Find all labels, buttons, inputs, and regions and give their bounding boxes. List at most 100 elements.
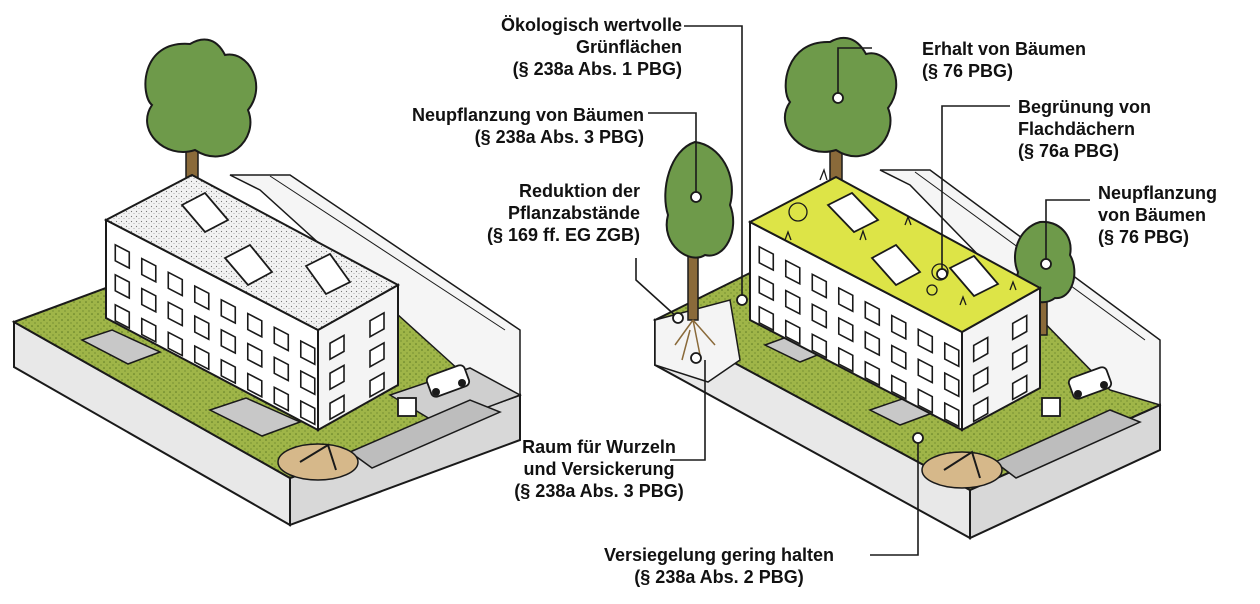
window <box>758 305 775 332</box>
window <box>758 275 775 302</box>
left-site <box>11 38 522 527</box>
dot-begruenung <box>936 268 948 280</box>
window <box>837 286 854 313</box>
left-paving-1 <box>80 329 162 365</box>
left-building <box>103 173 401 432</box>
right-building <box>747 168 1043 432</box>
window <box>167 270 184 297</box>
dot-reduktion <box>672 312 684 324</box>
right-sandpit <box>921 451 1003 489</box>
window <box>193 344 210 371</box>
window <box>114 273 131 300</box>
label-line: von Bäumen <box>1098 205 1207 225</box>
label-line: Pflanzabstände <box>507 203 640 223</box>
window <box>193 284 210 311</box>
label-begruenung: Begrünung von Flachdächern (§ 76a PBG) <box>1018 96 1151 162</box>
callout-dots <box>672 92 1052 444</box>
dot-neupflanzung-76 <box>1040 258 1052 270</box>
left-solar-3 <box>304 252 352 296</box>
right-bin <box>1041 397 1061 417</box>
window <box>329 334 345 361</box>
window <box>114 243 131 270</box>
window <box>299 399 316 426</box>
window <box>193 314 210 341</box>
right-tree-large <box>783 36 898 201</box>
label-neupflanzung-238a: Neupflanzung von Bäumen (§ 238a Abs. 3 P… <box>412 104 644 148</box>
right-car <box>1067 366 1113 400</box>
left-sandpit <box>277 443 359 481</box>
window <box>972 366 989 393</box>
window <box>784 319 801 346</box>
window <box>784 289 801 316</box>
label-line: (§ 238a Abs. 1 PBG) <box>512 59 682 79</box>
window <box>1011 314 1028 341</box>
label-line: Versiegelung gering halten <box>603 545 835 565</box>
window <box>273 325 290 352</box>
window <box>890 314 907 341</box>
label-line: (§ 238a Abs. 3 PBG) <box>474 127 644 147</box>
right-solar-1 <box>826 191 880 234</box>
label-reduktion: Reduktion der Pflanzabstände (§ 169 ff. … <box>487 180 640 246</box>
window <box>917 357 934 384</box>
label-line: Erhalt von Bäumen <box>922 39 1087 59</box>
window <box>758 245 775 272</box>
window <box>784 259 801 286</box>
window <box>114 303 131 330</box>
label-line: Begrünung von <box>1018 97 1151 117</box>
label-line: Ökologisch wertvolle <box>500 15 682 35</box>
window <box>329 364 345 391</box>
right-roof-shrubs <box>784 168 1017 306</box>
window <box>972 396 989 423</box>
window <box>140 287 157 314</box>
window <box>369 341 385 369</box>
label-line: (§ 76a PBG) <box>1018 141 1120 161</box>
window <box>273 385 290 412</box>
window <box>369 371 385 399</box>
window <box>1011 344 1028 371</box>
label-erhalt: Erhalt von Bäumen (§ 76 PBG) <box>922 38 1086 82</box>
window <box>943 341 960 368</box>
dot-versiegelung <box>912 432 924 444</box>
left-solar-1 <box>180 191 230 234</box>
window <box>811 272 828 299</box>
window <box>220 298 237 325</box>
window <box>220 358 237 385</box>
label-line: Reduktion der <box>518 181 640 201</box>
window <box>140 257 157 284</box>
label-line: (§ 76 PBG) <box>922 61 1014 81</box>
left-solar-2 <box>223 243 274 287</box>
label-raum-wurzeln: Raum für Wurzeln und Versickerung (§ 238… <box>496 436 702 502</box>
window <box>246 372 263 399</box>
label-line: (§ 76 PBG) <box>1098 227 1190 247</box>
label-line: Flachdächern <box>1018 119 1136 139</box>
label-versiegelung: Versiegelung gering halten (§ 238a Abs. … <box>574 544 864 588</box>
window <box>167 300 184 327</box>
window <box>329 394 345 421</box>
window <box>246 342 263 369</box>
window <box>220 328 237 355</box>
left-car <box>425 364 471 398</box>
window <box>167 330 184 357</box>
window <box>890 344 907 371</box>
window <box>369 311 385 339</box>
left-bin <box>397 397 417 417</box>
right-solar-2 <box>870 243 922 287</box>
label-line: Raum für Wurzeln <box>522 437 676 457</box>
window <box>837 346 854 373</box>
left-paving-2 <box>208 397 302 437</box>
label-line: (§ 169 ff. EG ZGB) <box>486 225 640 245</box>
window <box>890 374 907 401</box>
dot-raum-wurzeln <box>690 352 702 364</box>
window <box>811 332 828 359</box>
window <box>864 330 881 357</box>
window <box>140 317 157 344</box>
window <box>917 387 934 414</box>
window <box>246 312 263 339</box>
label-neupflanzung-76: Neupflanzung von Bäumen (§ 76 PBG) <box>1098 182 1217 248</box>
left-ramp <box>348 399 502 469</box>
leader-lines <box>635 25 1090 556</box>
window <box>917 327 934 354</box>
right-solar-3 <box>948 254 1000 298</box>
window <box>837 316 854 343</box>
